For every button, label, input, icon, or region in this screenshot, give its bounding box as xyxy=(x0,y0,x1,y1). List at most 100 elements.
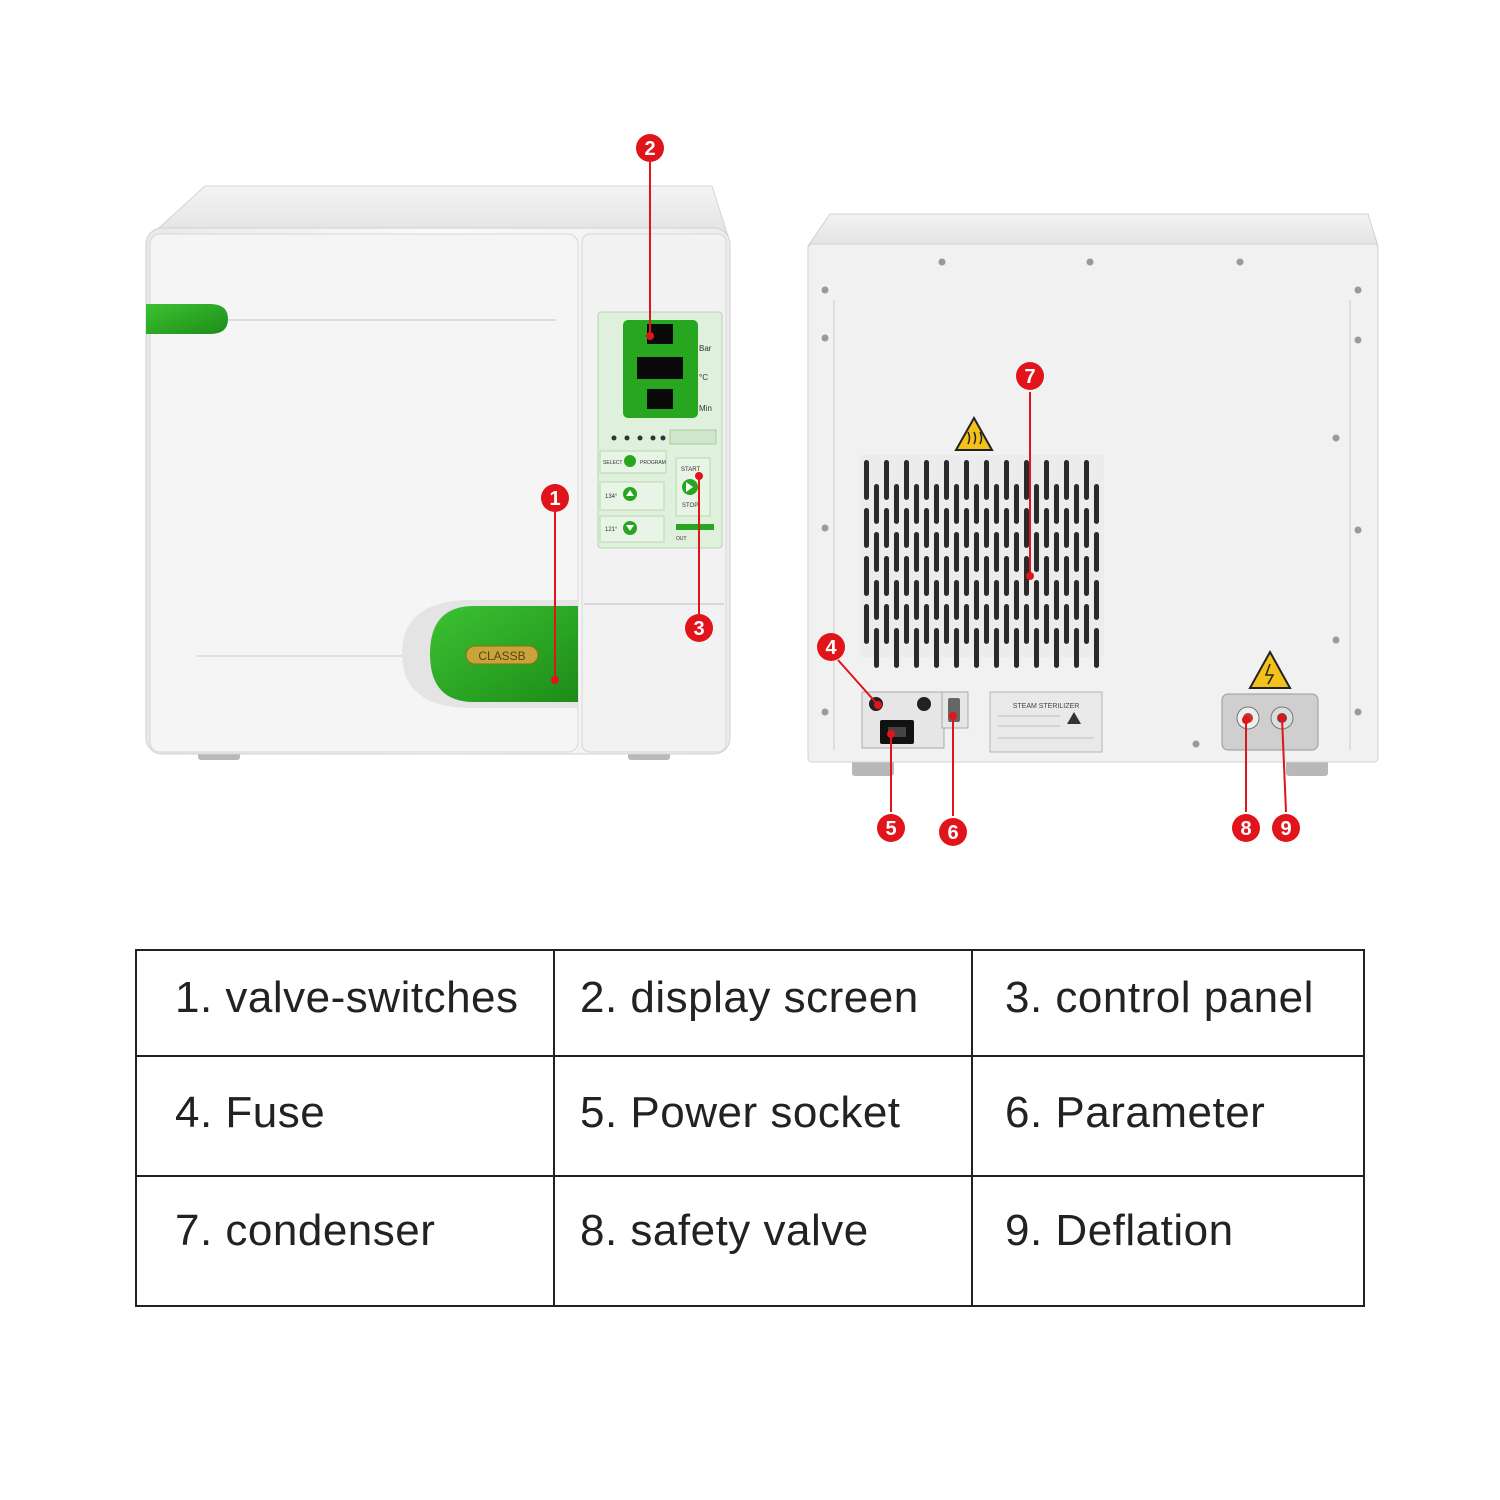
vent-slot xyxy=(1084,604,1089,644)
vent-slot xyxy=(1094,484,1099,524)
program-button[interactable] xyxy=(624,455,636,467)
vent-slot xyxy=(1034,484,1039,524)
table-row: 4. Fuse 5. Power socket 6. Parameter xyxy=(135,1055,1365,1177)
vent-slot xyxy=(1054,628,1059,668)
vent-slot xyxy=(1064,460,1069,500)
part-8-label: 8. safety valve xyxy=(580,1206,869,1255)
vent-slot xyxy=(1004,604,1009,644)
vent-slot xyxy=(904,508,909,548)
vent-slot xyxy=(1094,628,1099,668)
svg-text:7: 7 xyxy=(1024,366,1035,388)
vent-slot xyxy=(924,556,929,596)
vent-slot xyxy=(884,460,889,500)
temp-134-label: 134° xyxy=(605,494,618,500)
vent-slot xyxy=(874,580,879,620)
vent-slot xyxy=(964,460,969,500)
vent-slot xyxy=(994,580,999,620)
svg-text:1: 1 xyxy=(549,488,560,510)
vent-slot xyxy=(1064,508,1069,548)
electrical-warning-icon xyxy=(1248,649,1292,689)
table-cell: 5. Power socket xyxy=(553,1055,973,1177)
vent-slot xyxy=(1084,508,1089,548)
vent-slot xyxy=(1044,604,1049,644)
part-3-label: 3. control panel xyxy=(1005,973,1314,1022)
vent-slot xyxy=(984,604,989,644)
vent-slot xyxy=(894,580,899,620)
vent-slot xyxy=(984,556,989,596)
vent-slot xyxy=(1034,532,1039,572)
table-cell: 2. display screen xyxy=(553,949,973,1057)
part-9-label: 9. Deflation xyxy=(1005,1206,1234,1255)
vent-slot xyxy=(914,532,919,572)
svg-text:9: 9 xyxy=(1280,818,1291,840)
svg-text:3: 3 xyxy=(693,618,704,640)
stop-label: STOP xyxy=(682,503,698,509)
vent-slot xyxy=(874,532,879,572)
callout-9: 9 xyxy=(1272,814,1300,842)
table-cell: 9. Deflation xyxy=(971,1175,1365,1307)
vent-slot xyxy=(1064,556,1069,596)
vent-slot xyxy=(864,556,869,596)
vent-slot xyxy=(864,508,869,548)
select-label: SELECT xyxy=(603,460,622,466)
vent-slot xyxy=(914,628,919,668)
vent-slot xyxy=(994,532,999,572)
vent-slot xyxy=(974,532,979,572)
vent-slot xyxy=(1044,508,1049,548)
vent-slot xyxy=(914,484,919,524)
vent-slot xyxy=(884,556,889,596)
vent-slot xyxy=(1034,580,1039,620)
vent-slot xyxy=(934,532,939,572)
table-cell: 3. control panel xyxy=(971,949,1365,1057)
vent-slot xyxy=(1074,628,1079,668)
door-badge: CLASSB xyxy=(478,649,525,663)
vent-slot xyxy=(1024,508,1029,548)
unit-min: Min xyxy=(699,404,712,413)
vent-slot xyxy=(934,484,939,524)
indicator-row xyxy=(611,435,666,441)
vent-slot xyxy=(974,628,979,668)
vent-slot xyxy=(1074,484,1079,524)
vent-slot xyxy=(1044,460,1049,500)
sterilizer-diagram: CLASSB Bar °C Min SELECT PROGRAM 134° 12… xyxy=(145,134,1379,846)
table-row: 1. valve-switches 2. display screen 3. c… xyxy=(135,949,1365,1057)
vent-slot xyxy=(964,604,969,644)
vent-slot xyxy=(1014,484,1019,524)
vent-slot xyxy=(1054,532,1059,572)
vent-slot xyxy=(944,460,949,500)
vent-slot xyxy=(954,580,959,620)
vent-slot xyxy=(904,556,909,596)
callout-leaders xyxy=(554,162,1287,816)
nameplate-title: STEAM STERILIZER xyxy=(1013,703,1080,710)
callout-3: 3 xyxy=(685,614,713,642)
part-1-label: 1. valve-switches xyxy=(175,973,519,1022)
vent-slot xyxy=(864,604,869,644)
vent-slot xyxy=(1054,484,1059,524)
svg-text:2: 2 xyxy=(644,138,655,160)
vent-slot xyxy=(1074,580,1079,620)
svg-text:8: 8 xyxy=(1240,818,1251,840)
svg-text:5: 5 xyxy=(885,818,896,840)
vent-slot xyxy=(904,604,909,644)
vent-slot xyxy=(894,628,899,668)
callout-1: 1 xyxy=(541,484,569,512)
vent-slot xyxy=(884,604,889,644)
svg-text:4: 4 xyxy=(825,637,837,659)
green-side-strip xyxy=(146,304,228,334)
callout-2: 2 xyxy=(636,134,664,162)
callout-dots xyxy=(551,332,1286,738)
vent-slot xyxy=(944,508,949,548)
part-6-label: 6. Parameter xyxy=(1005,1088,1266,1137)
vent-slot xyxy=(924,604,929,644)
callout-6: 6 xyxy=(939,818,967,846)
vent-slot xyxy=(874,484,879,524)
vent-slot xyxy=(1024,460,1029,500)
vent-slot xyxy=(1044,556,1049,596)
vent-slot xyxy=(954,532,959,572)
temp-121-label: 121° xyxy=(605,527,618,533)
vent-slot xyxy=(984,508,989,548)
nameplate xyxy=(989,691,1103,753)
vent-slot xyxy=(964,556,969,596)
unit-celsius: °C xyxy=(699,373,708,382)
vent-slot xyxy=(924,508,929,548)
